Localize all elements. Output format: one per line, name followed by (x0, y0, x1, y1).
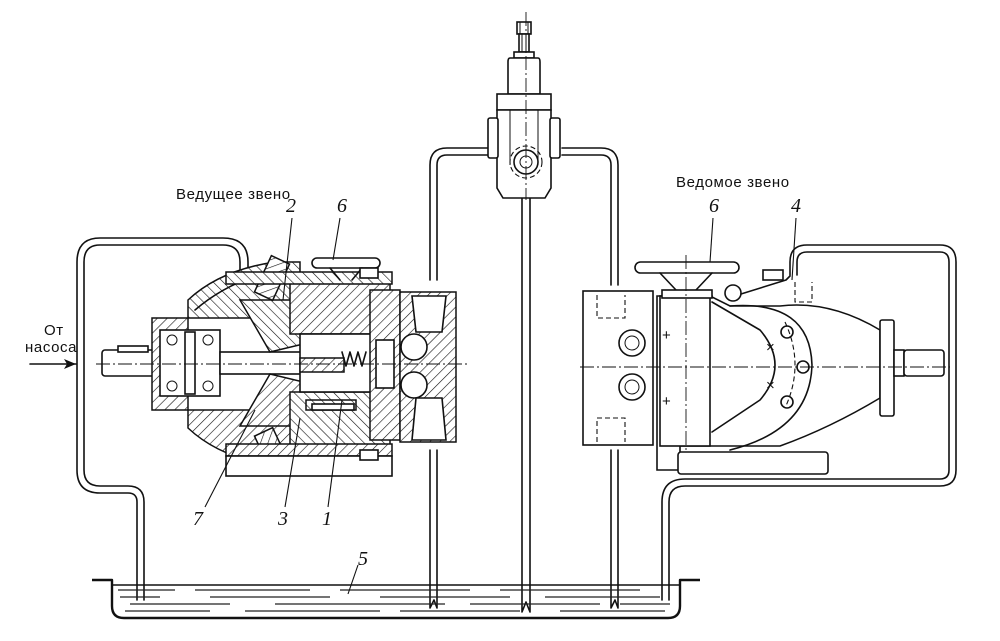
bolt-hole (780, 325, 794, 339)
leader-lines (204, 217, 797, 595)
pipe-right-loop (661, 244, 957, 601)
svg-text:×: × (766, 377, 775, 394)
inlet-label-line2: насоса (25, 339, 77, 356)
pipe-valve-left (429, 147, 489, 609)
handwheel-right (634, 261, 740, 274)
driven-unit-label: Ведомое звено (676, 174, 790, 191)
inlet-label-line1: От (44, 322, 64, 339)
svg-text:+: + (662, 393, 671, 410)
oil-tank (92, 578, 700, 620)
part-number-5: 5 (358, 548, 368, 570)
spring-icon (341, 351, 367, 367)
part-number-7: 7 (193, 508, 204, 530)
driving-unit-label: Ведущее звено (176, 186, 291, 203)
pipe-valve-drain (521, 181, 531, 613)
control-valve (487, 12, 561, 200)
part-number-2: 2 (286, 195, 296, 217)
part-number-6-left: 6 (337, 195, 347, 217)
valve-bolt-head (516, 21, 532, 35)
bolt-hole (780, 395, 794, 409)
output-shaft (903, 349, 945, 377)
handwheel-left (311, 257, 381, 269)
oil-surface-strokes (118, 589, 670, 612)
svg-text:+: + (662, 327, 671, 344)
port-block-right (582, 290, 654, 446)
arrow-right-icon (64, 359, 76, 369)
pipe-left-loop (76, 237, 249, 601)
bearing-icon (166, 331, 214, 395)
driven-unit: × × + + (580, 255, 950, 475)
part-number-1: 1 (322, 508, 332, 530)
part-number-6-right: 6 (709, 195, 719, 217)
pipe-valve-right (561, 147, 619, 609)
svg-text:×: × (766, 339, 775, 356)
part-number-3: 3 (277, 508, 288, 530)
part-number-4: 4 (791, 195, 801, 217)
inlet-arrow (29, 359, 77, 369)
driving-unit (96, 254, 470, 477)
input-shaft (101, 349, 157, 377)
